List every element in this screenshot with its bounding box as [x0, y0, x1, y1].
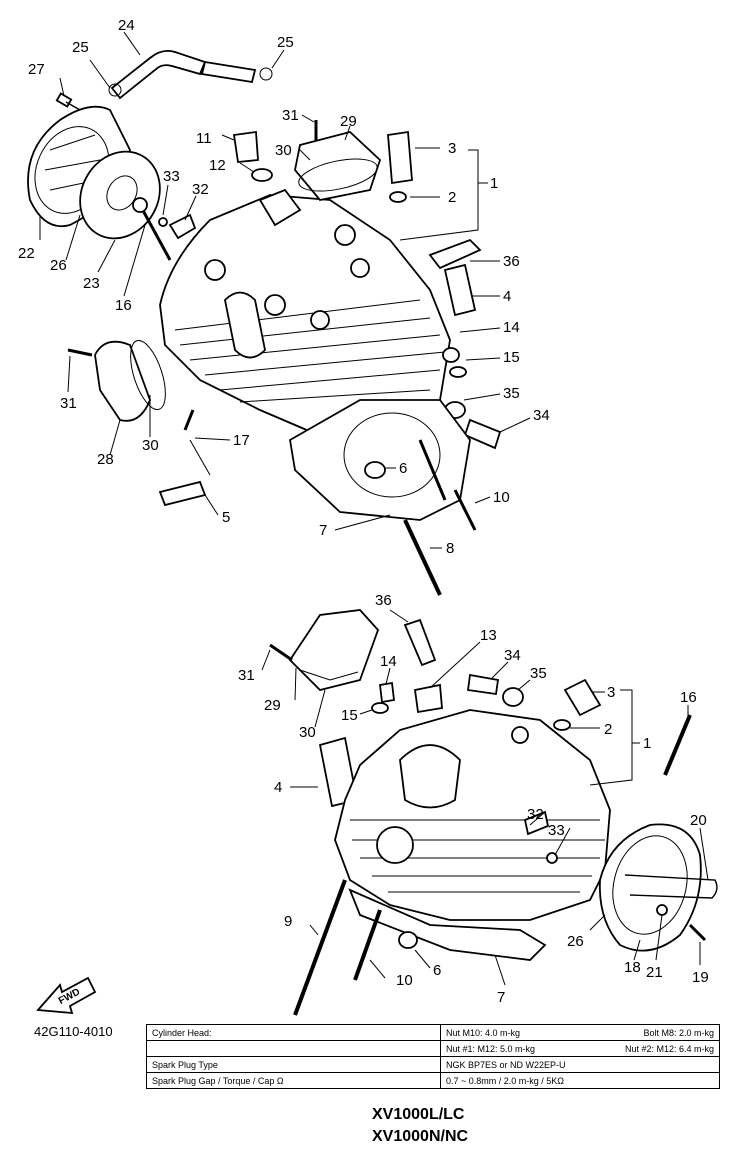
model-name: XV1000L/LC — [372, 1106, 465, 1123]
spec-value-cell: Nut M10: 4.0 m-kg Bolt M8: 2.0 m-kg — [440, 1024, 720, 1041]
table-row: Cylinder Head: Nut M10: 4.0 m-kg Bolt M8:… — [146, 1024, 720, 1041]
callout-29: 29 — [340, 113, 357, 130]
callout-8: 8 — [446, 540, 454, 557]
callout-7: 7 — [497, 989, 505, 1006]
spec-value-cell: NGK BP7ES or ND W22EP-U — [440, 1056, 720, 1073]
spec-label: Spark Plug Type — [146, 1056, 441, 1073]
callout-5: 5 — [222, 509, 230, 526]
callout-4: 4 — [274, 779, 282, 796]
callout-33: 33 — [548, 822, 565, 839]
spec-value: Nut #2: M12: 6.4 m-kg — [624, 1043, 714, 1054]
callout-15: 15 — [503, 349, 520, 366]
callout-9: 9 — [284, 913, 292, 930]
spec-value: 0.7 ~ 0.8mm / 2.0 m-kg / 5KΩ — [446, 1075, 565, 1086]
callout-35: 35 — [530, 665, 547, 682]
spec-label: Spark Plug Gap / Torque / Cap Ω — [146, 1072, 441, 1089]
callout-16: 16 — [680, 689, 697, 706]
callout-12: 12 — [209, 157, 226, 174]
callout-25: 25 — [277, 34, 294, 51]
spec-value: NGK BP7ES or ND W22EP-U — [446, 1059, 566, 1070]
callout-30: 30 — [142, 437, 159, 454]
spec-value-cell: Nut #1: M12: 5.0 m-kg Nut #2: M12: 6.4 m-… — [440, 1040, 720, 1057]
callout-21: 21 — [646, 964, 663, 981]
callout-17: 17 — [233, 432, 250, 449]
callout-32: 32 — [192, 181, 209, 198]
table-row: Spark Plug Type NGK BP7ES or ND W22EP-U — [146, 1056, 720, 1073]
callout-33: 33 — [163, 168, 180, 185]
rear-cylinder-head-assembly — [269, 609, 718, 1016]
callout-24: 24 — [118, 17, 135, 34]
callout-10: 10 — [493, 489, 510, 506]
callout-36: 36 — [375, 592, 392, 609]
callout-2: 2 — [604, 721, 612, 738]
callout-35: 35 — [503, 385, 520, 402]
callout-2: 2 — [448, 189, 456, 206]
callout-15: 15 — [341, 707, 358, 724]
callout-34: 34 — [533, 407, 550, 424]
spec-value: Nut M10: 4.0 m-kg — [446, 1027, 521, 1038]
callout-1: 1 — [490, 175, 498, 192]
spec-value: Bolt M8: 2.0 m-kg — [643, 1027, 714, 1038]
callout-1: 1 — [643, 735, 651, 752]
callout-30: 30 — [299, 724, 316, 741]
callout-25: 25 — [72, 39, 89, 56]
table-row: Nut #1: M12: 5.0 m-kg Nut #2: M12: 6.4 m-… — [146, 1040, 720, 1057]
spec-label — [146, 1040, 441, 1057]
callout-7: 7 — [319, 522, 327, 539]
callout-22: 22 — [18, 245, 35, 262]
callout-19: 19 — [692, 969, 709, 986]
spec-label: Cylinder Head: — [146, 1024, 441, 1041]
callout-20: 20 — [690, 812, 707, 829]
table-row: Spark Plug Gap / Torque / Cap Ω 0.7 ~ 0.… — [146, 1072, 720, 1089]
callout-31: 31 — [60, 395, 77, 412]
front-cylinder-head-assembly — [27, 49, 502, 596]
document-number: 42G110-4010 — [34, 1024, 113, 1039]
spec-value-cell: 0.7 ~ 0.8mm / 2.0 m-kg / 5KΩ — [440, 1072, 720, 1089]
callout-11: 11 — [196, 130, 212, 147]
callout-27: 27 — [28, 61, 45, 78]
callout-3: 3 — [448, 140, 456, 157]
callout-13: 13 — [480, 627, 497, 644]
forward-direction-arrow: FWD — [36, 976, 97, 1015]
callout-14: 14 — [503, 319, 520, 336]
callout-numbers: 24 25 25 27 31 29 11 12 30 3 2 1 33 32 2… — [18, 17, 709, 1006]
callout-6: 6 — [433, 962, 441, 979]
callout-34: 34 — [504, 647, 521, 664]
callout-23: 23 — [83, 275, 100, 292]
callout-6: 6 — [399, 460, 407, 477]
callout-3: 3 — [607, 684, 615, 701]
callout-14: 14 — [380, 653, 397, 670]
callout-36: 36 — [503, 253, 520, 270]
callout-26: 26 — [50, 257, 67, 274]
model-name: XV1000N/NC — [372, 1128, 469, 1145]
callout-31: 31 — [238, 667, 255, 684]
model-designations: XV1000L/LC XV1000N/NC — [372, 1104, 468, 1148]
callout-32: 32 — [527, 806, 544, 823]
callout-30: 30 — [275, 142, 292, 159]
callout-4: 4 — [503, 288, 511, 305]
spec-table: Cylinder Head: Nut M10: 4.0 m-kg Bolt M8:… — [146, 1024, 720, 1089]
callout-28: 28 — [97, 451, 114, 468]
callout-26: 26 — [567, 933, 584, 950]
callout-18: 18 — [624, 959, 641, 976]
callout-10: 10 — [396, 972, 413, 989]
leader-lines — [39, 31, 709, 986]
callout-16: 16 — [115, 297, 132, 314]
spec-value: Nut #1: M12: 5.0 m-kg — [446, 1043, 536, 1054]
callout-29: 29 — [264, 697, 281, 714]
callout-31: 31 — [282, 107, 299, 124]
